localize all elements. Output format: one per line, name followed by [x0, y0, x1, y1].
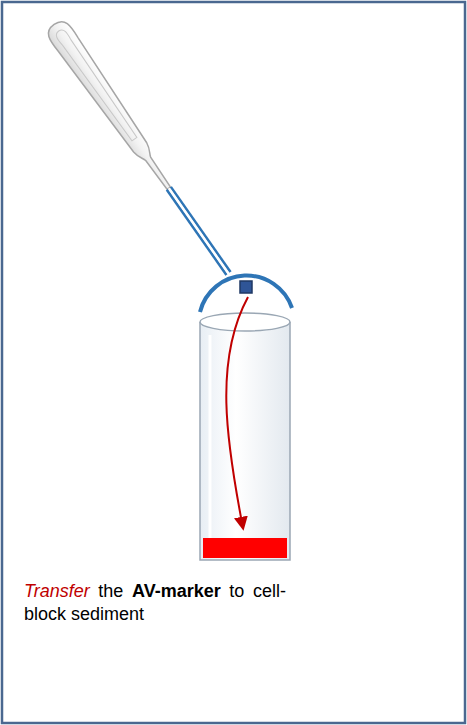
tube-cap	[200, 276, 292, 312]
reagent-name: AV-marker	[132, 581, 221, 601]
caption-text: Transfer the AV-marker to cell-block sed…	[24, 580, 286, 627]
action-word: Transfer	[24, 581, 90, 601]
sediment	[203, 538, 287, 558]
marker-drop	[240, 281, 252, 293]
transfer-arrow	[226, 297, 248, 528]
caption-word: the	[98, 581, 123, 601]
test-tube	[200, 313, 290, 560]
pipette	[44, 17, 239, 280]
